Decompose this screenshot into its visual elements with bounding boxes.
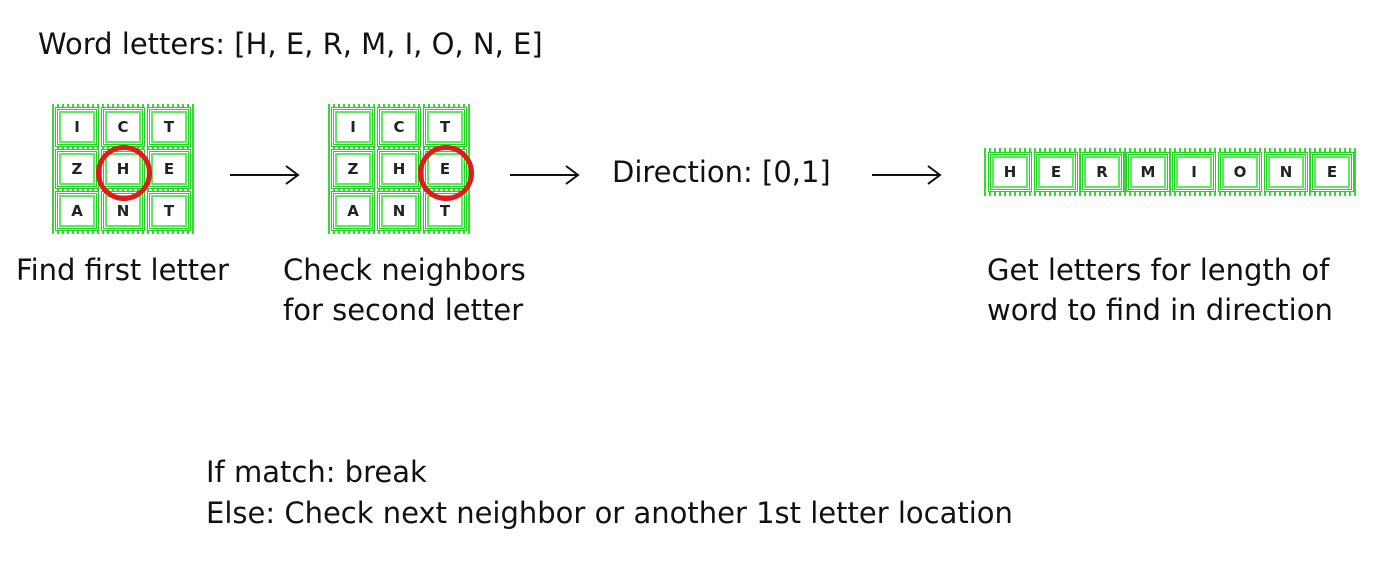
result-letter-cell: H — [988, 152, 1032, 192]
letter-cell: T — [147, 107, 191, 147]
result-letter-cell: I — [1172, 152, 1216, 192]
result-letter-cell: O — [1218, 152, 1262, 192]
long-right-arrow-icon — [230, 165, 300, 185]
letter-cell: A — [331, 191, 375, 231]
letter-cell: T — [147, 191, 191, 231]
direction-label: Direction: [0,1] — [612, 155, 831, 189]
result-letter-cell: E — [1034, 152, 1078, 192]
result-letter-cell: N — [1264, 152, 1308, 192]
letter-cell: Z — [55, 149, 99, 189]
result-letter-cell: E — [1310, 152, 1354, 192]
letter-cell: I — [55, 107, 99, 147]
footer-else-line: Else: Check next neighbor or another 1st… — [206, 496, 1013, 530]
result-letter-cell: R — [1080, 152, 1124, 192]
letter-cell: I — [331, 107, 375, 147]
result-letter-cell: M — [1126, 152, 1170, 192]
long-right-arrow-icon — [510, 165, 580, 185]
word-letters-title: Word letters: [H, E, R, M, I, O, N, E] — [38, 27, 543, 61]
step2-caption-line2: for second letter — [283, 293, 524, 327]
letter-cell: H — [101, 149, 145, 189]
letter-cell: Z — [331, 149, 375, 189]
step1-caption: Find first letter — [16, 253, 229, 287]
letter-cell: C — [377, 107, 421, 147]
result-caption-line1: Get letters for length of — [987, 253, 1330, 287]
letter-cell: E — [423, 149, 467, 189]
footer-match-line: If match: break — [206, 455, 427, 489]
letter-cell: N — [377, 191, 421, 231]
letter-cell: T — [423, 107, 467, 147]
letter-cell: A — [55, 191, 99, 231]
long-right-arrow-icon — [872, 165, 942, 185]
step2-caption-line1: Check neighbors — [283, 253, 526, 287]
letter-cell: T — [423, 191, 467, 231]
result-caption-line2: word to find in direction — [987, 293, 1333, 327]
letter-cell: E — [147, 149, 191, 189]
letter-cell: C — [101, 107, 145, 147]
letter-cell: H — [377, 149, 421, 189]
letter-cell: N — [101, 191, 145, 231]
